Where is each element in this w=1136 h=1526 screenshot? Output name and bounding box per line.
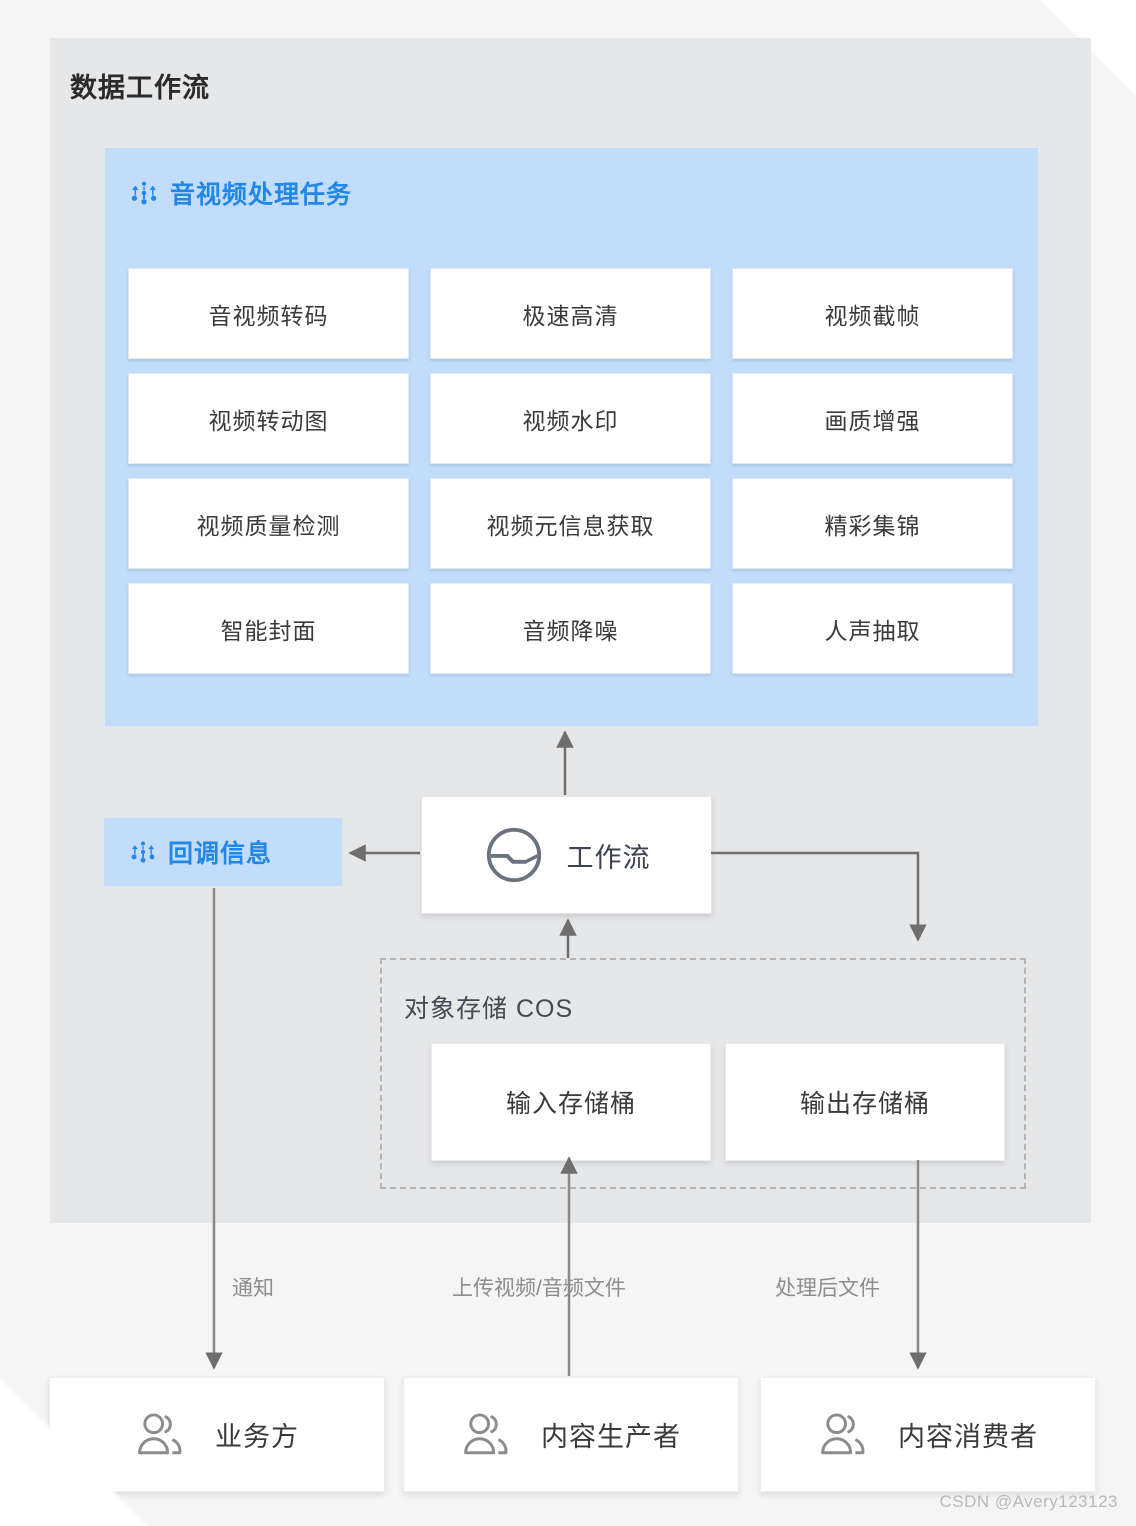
task-card[interactable]: 音频降噪: [430, 583, 711, 674]
callback-info-label: 回调信息: [168, 840, 273, 868]
av-task-panel-title: 音视频处理任务: [170, 181, 353, 209]
cos-group: [380, 958, 1026, 1189]
actor-label: 业务方: [215, 1422, 299, 1452]
cos-group-title: 对象存储 COS: [404, 995, 574, 1023]
edge-label-notify: 通知: [232, 1277, 274, 1300]
edge-label-upload: 上传视频/音频文件: [452, 1277, 626, 1300]
nodes-network-icon: [130, 839, 156, 865]
nodes-network-icon: [130, 179, 158, 207]
workflow-node[interactable]: 工作流: [421, 796, 712, 914]
output-bucket-node[interactable]: 输出存储桶: [725, 1043, 1005, 1161]
workflow-circle-icon: [483, 824, 545, 886]
users-icon: [818, 1411, 874, 1459]
actor-label: 内容消费者: [898, 1422, 1038, 1452]
actor-content-consumer[interactable]: 内容消费者: [760, 1377, 1096, 1492]
task-card[interactable]: 视频质量检测: [128, 478, 409, 569]
task-card[interactable]: 视频转动图: [128, 373, 409, 464]
page-title: 数据工作流: [70, 73, 210, 103]
task-card[interactable]: 极速高清: [430, 268, 711, 359]
workflow-label: 工作流: [566, 842, 651, 873]
task-card[interactable]: 视频截帧: [732, 268, 1013, 359]
users-icon: [461, 1411, 517, 1459]
edge-label-processed: 处理后文件: [775, 1277, 880, 1300]
callback-info-node[interactable]: 回调信息: [104, 818, 342, 886]
task-card[interactable]: 视频元信息获取: [430, 478, 711, 569]
task-card[interactable]: 人声抽取: [732, 583, 1013, 674]
av-task-card-grid: 音视频转码 极速高清 视频截帧 视频转动图 视频水印 画质增强 视频质量检测 视…: [128, 268, 1015, 674]
task-card[interactable]: 音视频转码: [128, 268, 409, 359]
users-icon: [135, 1411, 191, 1459]
task-card[interactable]: 视频水印: [430, 373, 711, 464]
task-card[interactable]: 智能封面: [128, 583, 409, 674]
input-bucket-node[interactable]: 输入存储桶: [431, 1043, 711, 1161]
actor-business[interactable]: 业务方: [49, 1377, 385, 1492]
task-card[interactable]: 画质增强: [732, 373, 1013, 464]
watermark: CSDN @Avery123123: [939, 1492, 1118, 1511]
actor-content-producer[interactable]: 内容生产者: [403, 1377, 739, 1492]
actor-label: 内容生产者: [541, 1422, 681, 1452]
av-task-panel-header: 音视频处理任务: [130, 175, 352, 211]
task-card[interactable]: 精彩集锦: [732, 478, 1013, 569]
